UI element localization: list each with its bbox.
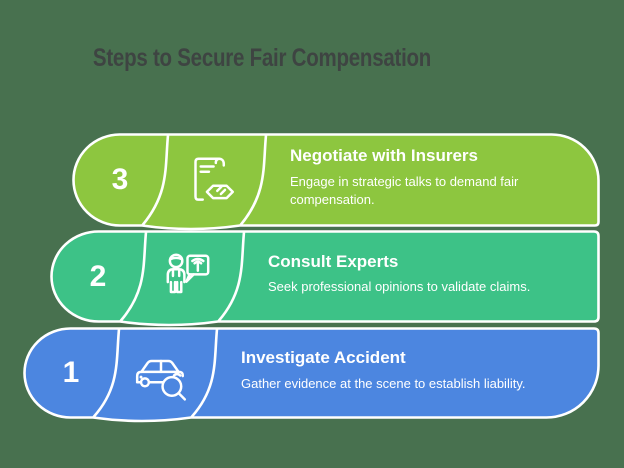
step-3-number: 3 <box>111 163 129 196</box>
step-3-description: Engage in strategic talks to demand fair… <box>290 173 519 207</box>
step-row-2: 2 Consult Exper <box>50 230 600 327</box>
step-1-heading: Investigate Accident <box>241 348 406 368</box>
step-2-heading: Consult Experts <box>268 251 399 271</box>
step-1-number: 1 <box>62 356 80 389</box>
step-2-number: 2 <box>89 259 107 293</box>
step-3-heading: Negotiate with Insurers <box>290 145 478 165</box>
step-row-1: 1 Investigate Accident Gather evide <box>23 327 600 423</box>
step-1-description: Gather evidence at the scene to establis… <box>241 375 526 391</box>
contract-handshake-icon <box>178 148 242 212</box>
step-1-shape <box>23 327 600 423</box>
car-magnifier-icon <box>129 342 193 406</box>
page-title: Steps to Secure Fair Compensation <box>92 44 432 72</box>
step-row-3: 3 Negotiate with Insurers Engage in stra… <box>72 133 600 231</box>
presenter-board-icon <box>156 245 220 309</box>
step-2-description: Seek professional opinions to validate c… <box>268 279 531 295</box>
